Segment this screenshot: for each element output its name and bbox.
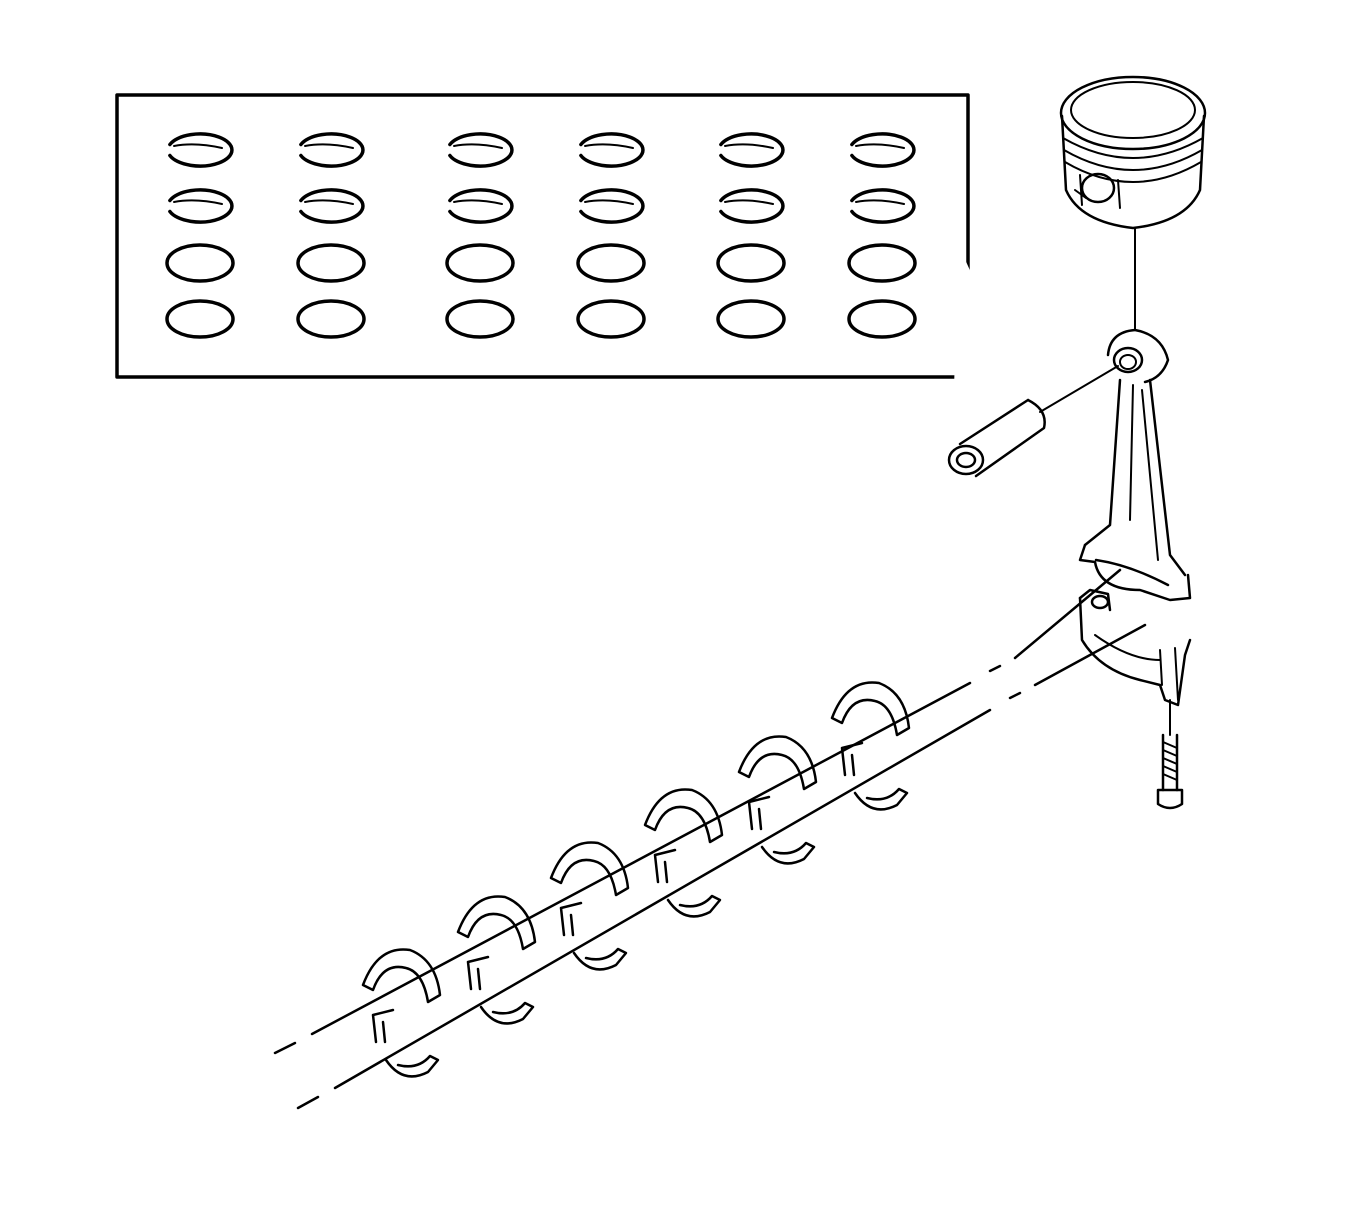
piston-ring-split <box>170 190 232 222</box>
piston-ring-split <box>450 134 512 166</box>
piston-pin-outline <box>960 400 1045 476</box>
bearing-shell-pair <box>645 789 722 916</box>
piston-ring-groove-2 <box>1064 150 1202 170</box>
piston-ring-split-inner <box>454 200 502 204</box>
piston-crown-inner <box>1071 82 1195 138</box>
piston-ring-split <box>721 134 783 166</box>
piston-ring-split <box>721 190 783 222</box>
rod-small-end-bore-inner <box>1120 355 1136 369</box>
piston-ring-split <box>581 134 643 166</box>
journal-line-upper <box>275 570 1120 1053</box>
piston-ring-split <box>581 190 643 222</box>
lower-bearing-shell <box>668 896 720 916</box>
piston-pin <box>949 244 1045 476</box>
piston-ring-groove-3 <box>1065 162 1201 182</box>
lower-bearing-shell <box>386 1056 438 1076</box>
upper-bearing-shell <box>832 682 909 735</box>
piston-ring <box>718 301 784 337</box>
bearing-shell-tang <box>749 797 769 829</box>
piston-ring <box>298 301 364 337</box>
upper-bearing-shell <box>739 736 816 789</box>
piston-ring-split-inner <box>305 200 353 204</box>
piston-ring <box>167 301 233 337</box>
upper-bearing-shell <box>645 789 722 842</box>
lower-bearing-shell <box>762 843 814 863</box>
piston-ring <box>298 245 364 281</box>
upper-bearing-shell <box>363 949 440 1002</box>
piston-pin-end <box>949 446 983 474</box>
upper-bearing-shell <box>551 842 628 895</box>
piston-ring <box>578 301 644 337</box>
piston-ring <box>849 245 915 281</box>
piston-ring-split-inner <box>305 144 353 148</box>
upper-bearing-shell <box>458 896 535 949</box>
bearing-shell-pair <box>832 682 909 809</box>
piston-ring-split <box>170 134 232 166</box>
pin-to-rod-leader <box>1040 366 1118 412</box>
piston-ring-split <box>450 190 512 222</box>
bearing-shell-tang <box>373 1010 393 1042</box>
rod-cap <box>1080 598 1190 705</box>
rod-bolt-head <box>1158 790 1182 808</box>
rod-cap-bolt-hole <box>1092 596 1108 608</box>
piston-ring-split <box>852 190 914 222</box>
piston-ring-groove-1 <box>1063 138 1203 158</box>
piston-ring <box>718 245 784 281</box>
bearing-shell-tang <box>468 957 488 989</box>
lower-bearing-shell <box>855 789 907 809</box>
journal-line-lower <box>298 625 1145 1108</box>
rod-small-end-bore <box>1114 348 1142 372</box>
rod-beam-center <box>1130 385 1158 560</box>
lower-bearing-shell <box>574 949 626 969</box>
piston-ring-split <box>301 134 363 166</box>
piston-pin-boss <box>1082 174 1114 202</box>
rod-big-end <box>1080 545 1190 600</box>
bearing-shell-tang <box>561 903 581 935</box>
rod-bearing-set <box>363 682 909 1076</box>
piston-skirt <box>1062 116 1204 228</box>
piston <box>1061 77 1205 228</box>
piston-ring-split-inner <box>585 200 633 204</box>
piston-crown <box>1061 77 1205 149</box>
rod-beam-left <box>1085 380 1120 545</box>
piston-ring <box>447 301 513 337</box>
bearing-shell-tang <box>655 850 675 882</box>
rod-bolt <box>1158 735 1182 808</box>
piston-ring-split-inner <box>725 144 773 148</box>
connecting-rod <box>1080 330 1190 705</box>
piston-ring-split-inner <box>725 200 773 204</box>
bearing-shell-pair <box>739 736 816 863</box>
ring-grid <box>167 134 915 337</box>
rod-bolt-thread <box>1163 742 1177 780</box>
piston-ring-kit <box>117 95 968 377</box>
bearing-shell-pair <box>363 949 440 1076</box>
piston-ring <box>447 245 513 281</box>
bearing-shell-pair <box>458 896 535 1023</box>
piston-pin-bore <box>957 453 975 467</box>
piston-ring-split <box>301 190 363 222</box>
piston-ring <box>167 245 233 281</box>
bearing-shell-tang <box>842 743 862 775</box>
piston-ring <box>849 301 915 337</box>
rod-small-end <box>1108 330 1168 382</box>
piston-ring-split-inner <box>174 200 222 204</box>
piston-ring-split-inner <box>856 200 904 204</box>
piston-ring-split-inner <box>454 144 502 148</box>
ring-kit-box <box>117 95 968 377</box>
piston-ring-split <box>852 134 914 166</box>
piston-pin-body <box>952 244 1046 476</box>
piston-ring-split-inner <box>174 144 222 148</box>
piston-ring-split-inner <box>585 144 633 148</box>
crankshaft-journal <box>275 570 1145 1108</box>
rod-beam-right <box>1150 380 1185 575</box>
bearing-shell-pair <box>551 842 628 969</box>
rod-cap-detail <box>1095 635 1178 700</box>
piston-ring <box>578 245 644 281</box>
piston-pin-boss-detail <box>1075 175 1120 208</box>
piston-ring-split-inner <box>856 144 904 148</box>
lower-bearing-shell <box>481 1003 533 1023</box>
